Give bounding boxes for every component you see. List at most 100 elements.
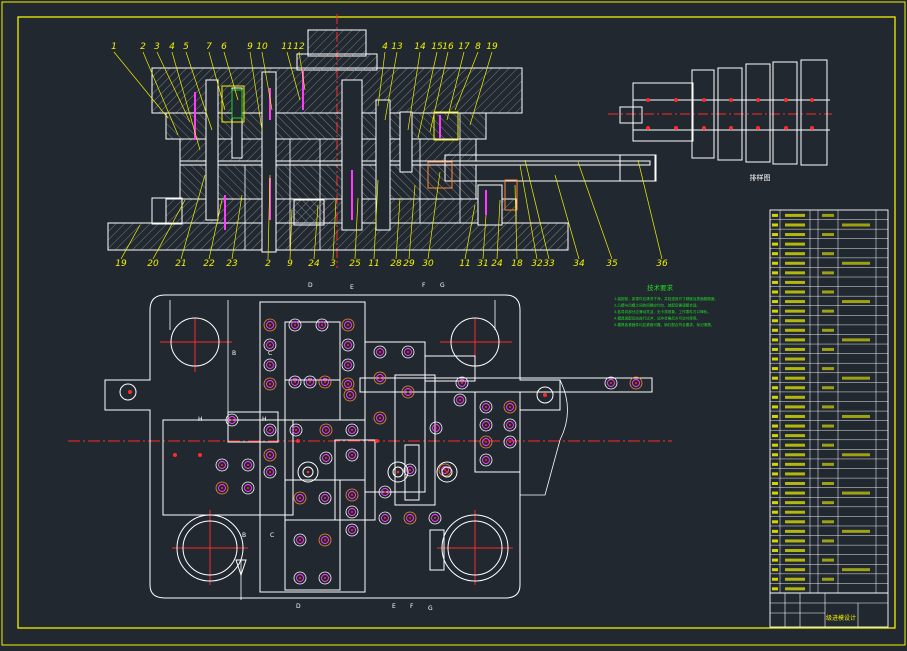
bolt-hole [378, 485, 392, 499]
bolt-hole [479, 418, 493, 432]
section-mark: C [270, 532, 274, 539]
parts-row-index [772, 213, 778, 217]
parts-row-qty [822, 233, 834, 237]
parts-row-material [842, 568, 870, 572]
section-mark: F [422, 282, 426, 289]
parts-row-qty [822, 252, 834, 256]
technical-note-line: 2.凸模与凹模之间的间隙应均匀，装配后需调整合适。 [614, 303, 700, 308]
parts-row-name [785, 424, 805, 428]
bolt-hole [373, 371, 387, 385]
parts-row-index [772, 319, 778, 323]
title-block: 级进模设计 [769, 592, 889, 628]
callout-number: 8 [475, 42, 481, 52]
bolt-hole [263, 448, 277, 462]
bolt-hole [343, 388, 357, 402]
parts-row-material [842, 261, 870, 265]
bolt-hole [503, 435, 517, 449]
parts-row-index [772, 357, 778, 361]
callout-number: 15 [431, 42, 443, 52]
technical-notes-title: 技术要求 [647, 283, 674, 292]
parts-row-name [785, 386, 805, 390]
bolt-hole [453, 393, 467, 407]
hole-center [198, 453, 202, 457]
bolt-hole [263, 338, 277, 352]
section-mark: H [198, 416, 203, 423]
parts-row-index [772, 347, 778, 351]
bolt-holes [128, 318, 643, 585]
parts-row-index [772, 376, 778, 380]
bolt-hole [341, 338, 355, 352]
parts-row-name [785, 443, 805, 447]
parts-row-material [842, 453, 870, 457]
bolt-hole [341, 377, 355, 391]
callout-number: 1 [111, 42, 117, 52]
bolt-hole [293, 571, 307, 585]
technical-notes: 技术要求 1.装配前，各零件应清洗干净，并检查其尺寸精度及表面粗糙度。2.凸模与… [614, 283, 718, 327]
bolt-hole [293, 533, 307, 547]
parts-row-index [772, 558, 778, 562]
bolt-hole [629, 376, 643, 390]
parts-row-index [772, 501, 778, 505]
callout-number: 10 [256, 42, 268, 52]
parts-row-material [842, 414, 870, 418]
hole-center [128, 390, 132, 394]
bolt-hole [341, 318, 355, 332]
parts-row-qty [822, 501, 834, 505]
parts-row-name [785, 328, 805, 332]
parts-row-index [772, 529, 778, 533]
section-mark: C [268, 350, 272, 357]
parts-row-name [785, 405, 805, 409]
parts-row-qty [822, 290, 834, 294]
parts-row-qty [822, 443, 834, 447]
bolt-hole [318, 375, 332, 389]
parts-row-material [842, 338, 870, 342]
parts-row-name [785, 587, 805, 591]
technical-note-line: 5.模具各紧固件均应紧固可靠，销钉配合符合要求，标记清楚。 [614, 322, 714, 327]
callout-number: 34 [573, 259, 585, 269]
parts-row-name [785, 242, 805, 246]
section-mark: G [440, 282, 445, 289]
bolt-hole [503, 400, 517, 414]
parts-row-index [772, 577, 778, 581]
parts-row-name [785, 213, 805, 217]
parts-row-index [772, 520, 778, 524]
section-mark: E [392, 603, 396, 610]
parts-row-material [842, 223, 870, 227]
callout-number: 21 [175, 259, 186, 269]
parts-row-name [785, 577, 805, 581]
bolt-hole [315, 318, 329, 332]
parts-row-index [772, 434, 778, 438]
hole-center [543, 393, 547, 397]
bolt-hole [303, 375, 317, 389]
bolt-hole [225, 413, 239, 427]
parts-row-index [772, 491, 778, 495]
callout-number: 19 [115, 259, 127, 269]
bolt-hole [373, 411, 387, 425]
parts-row-name [785, 434, 805, 438]
callout-number: 30 [422, 259, 434, 269]
parts-row-index [772, 453, 778, 457]
bolt-hole [455, 376, 469, 390]
parts-row-name [785, 319, 805, 323]
bolt-hole [341, 358, 355, 372]
punch-hole [387, 461, 409, 483]
parts-row-index [772, 338, 778, 342]
parts-row-index [772, 510, 778, 514]
callout-number: 12 [293, 42, 305, 52]
parts-row-name [785, 309, 805, 313]
bolt-hole [289, 423, 303, 437]
section-mark: G [428, 605, 433, 612]
parts-row-name [785, 568, 805, 572]
parts-row-index [772, 568, 778, 572]
parts-row-qty [822, 577, 834, 581]
parts-row-name [785, 261, 805, 265]
bolt-hole [438, 463, 452, 477]
callout-number: 23 [226, 259, 238, 269]
callout-number: 3 [154, 42, 160, 52]
